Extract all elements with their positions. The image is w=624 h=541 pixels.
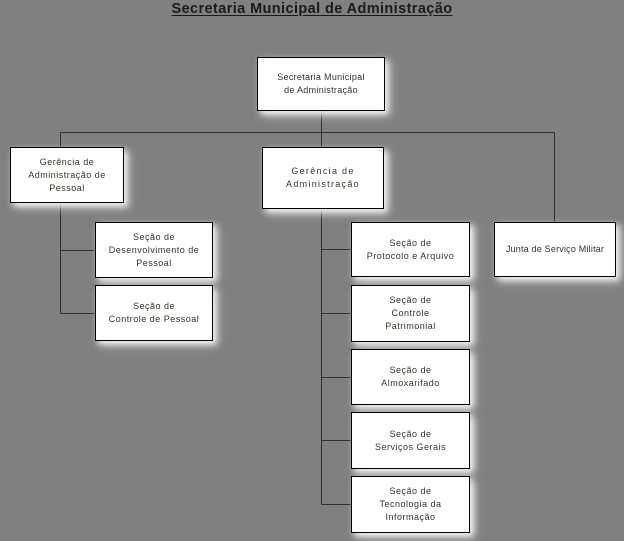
page-title: Secretaria Municipal de Administração [171,1,453,17]
node-label: Seção de Almoxarifado [381,365,440,388]
node-label: Seção de Tecnologia da Informação [379,486,442,522]
node-label: Gerência de Administração [286,166,360,189]
node-secretaria-municipal[interactable]: Secretaria Municipal de Administração [257,57,385,111]
node-secao-servicos-gerais[interactable]: Seção de Serviços Gerais [351,412,470,469]
node-secao-protocolo-arquivo[interactable]: Seção de Protocolo e Arquivo [351,222,470,277]
node-label: Secretaria Municipal de Administração [277,72,365,95]
node-gerencia-administracao-pessoal[interactable]: Gerência de Administração de Pessoal [10,147,124,203]
node-label: Gerência de Administração de Pessoal [28,156,106,193]
node-label: Seção de Desenvolvimento de Pessoal [108,231,200,268]
node-secao-desenvolvimento-pessoal[interactable]: Seção de Desenvolvimento de Pessoal [95,222,213,278]
node-secao-tecnologia-informacao[interactable]: Seção de Tecnologia da Informação [351,476,470,533]
node-secao-controle-pessoal[interactable]: Seção de Controle de Pessoal [95,285,213,341]
node-label: Junta de Serviço Militar [505,244,605,254]
node-label: Seção de Protocolo e Arquivo [366,237,455,261]
node-label: Seção de Controle de Pessoal [108,301,200,324]
node-secao-controle-patrimonial[interactable]: Seção de Controle Patrimonial [351,285,470,342]
node-gerencia-administracao[interactable]: Gerência de Administração [262,147,384,209]
node-label: Seção de Controle Patrimonial [385,295,436,331]
node-label: Seção de Serviços Gerais [374,428,447,452]
node-secao-almoxarifado[interactable]: Seção de Almoxarifado [351,349,470,405]
node-junta-servico-militar[interactable]: Junta de Serviço Militar [494,222,616,277]
